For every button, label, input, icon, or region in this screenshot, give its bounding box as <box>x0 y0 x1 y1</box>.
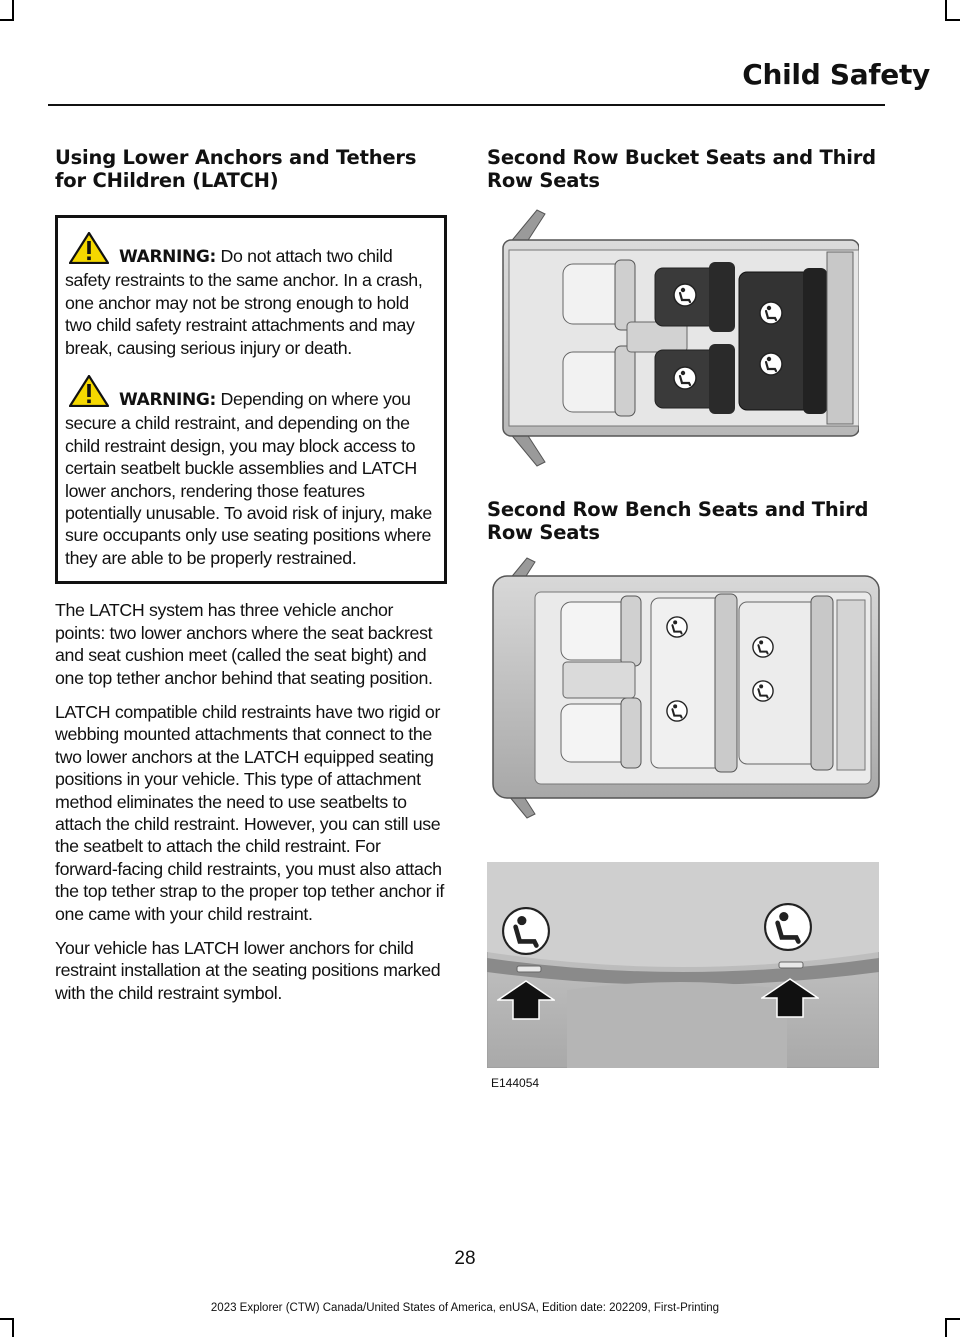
body-paragraph: Your vehicle has LATCH lower anchors for… <box>55 937 441 1003</box>
child-seat-icon <box>752 680 774 707</box>
figure-id: E144054 <box>491 1076 540 1090</box>
child-seat-icon <box>673 366 697 395</box>
child-seat-icon <box>666 616 688 643</box>
warning-text: Do not attach two child safety restraint… <box>65 246 423 358</box>
page-footer: 2023 Explorer (CTW) Canada/United States… <box>210 1302 720 1314</box>
warning-text: Depending on where you secure a child re… <box>65 389 432 568</box>
child-seat-icon <box>501 906 551 961</box>
warning-label: WARNING: <box>119 390 216 411</box>
crop-mark <box>945 0 947 20</box>
child-seat-icon <box>759 301 783 330</box>
page-number: 28 <box>454 1248 476 1269</box>
child-seat-icon <box>759 352 783 381</box>
figure-heading: Second Row Bucket Seats and Third Row Se… <box>487 146 876 192</box>
lower-anchor-closeup <box>486 861 880 1069</box>
up-arrow-icon <box>759 978 821 1023</box>
child-seat-icon <box>763 902 813 957</box>
figure-heading: Second Row Bench Seats and Third Row Sea… <box>487 498 869 544</box>
page-header: Child Safety <box>0 58 930 91</box>
chapter-title: Child Safety <box>742 58 930 91</box>
child-seat-icon <box>666 700 688 727</box>
crop-mark <box>945 1318 960 1320</box>
warning-paragraph: WARNING: Depending on where you secure a… <box>65 374 437 569</box>
section-title: Using Lower Anchors and Tethers for CHil… <box>55 146 417 192</box>
warning-triangle-icon <box>68 374 110 412</box>
warning-paragraph: WARNING: Do not attach two child safety … <box>65 231 437 359</box>
child-seat-icon <box>673 283 697 312</box>
right-column: Second Row Bucket Seats and Third Row Se… <box>486 146 887 1090</box>
warning-label: WARNING: <box>119 247 216 267</box>
child-seat-icon <box>752 636 774 663</box>
crop-mark <box>0 1318 14 1320</box>
up-arrow-icon <box>495 980 557 1025</box>
body-paragraph: The LATCH system has three vehicle ancho… <box>55 600 433 688</box>
crop-mark <box>12 0 14 20</box>
body-paragraph: LATCH compatible child restraints have t… <box>55 701 444 924</box>
header-rule <box>48 104 885 106</box>
crop-mark <box>945 1318 947 1337</box>
warning-box: WARNING: Do not attach two child safety … <box>55 215 447 585</box>
vehicle-topview-bucket-seats <box>487 204 860 472</box>
crop-mark <box>0 19 14 21</box>
left-column: Using Lower Anchors and Tethers for CHil… <box>55 146 447 1004</box>
crop-mark <box>12 1318 14 1337</box>
vehicle-topview-bench-seats <box>487 554 881 826</box>
crop-mark <box>945 19 960 21</box>
warning-triangle-icon <box>68 231 110 269</box>
